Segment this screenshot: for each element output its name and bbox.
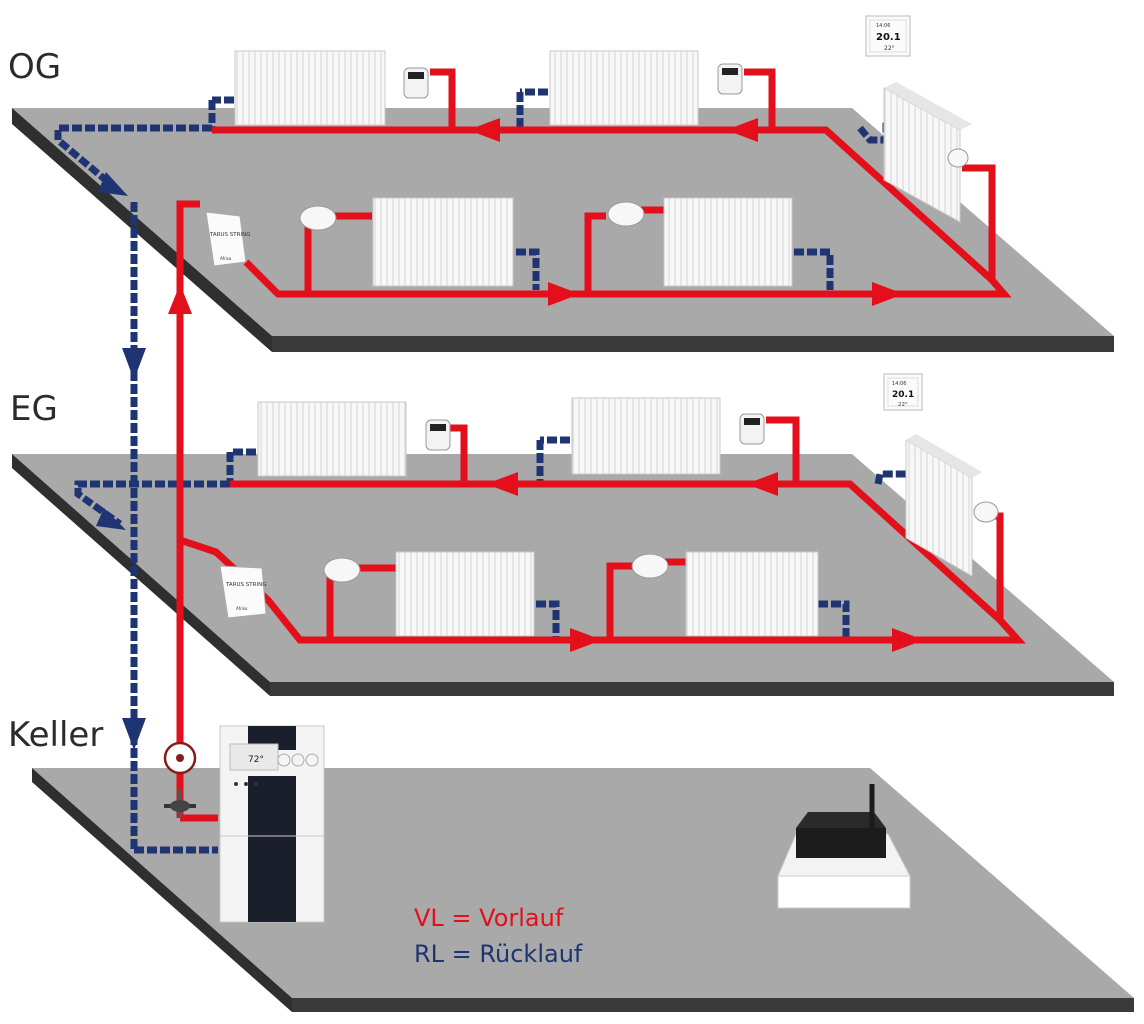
boiler-display: 72° bbox=[248, 755, 264, 765]
floor-label-keller: Keller bbox=[8, 715, 103, 755]
floor-label-og: OG bbox=[8, 47, 61, 87]
valve-icon bbox=[164, 790, 196, 818]
return-arrows bbox=[96, 172, 146, 750]
flow-arrows bbox=[168, 118, 924, 652]
device-labels: TARUS STRING Afriso TARUS STRING Afriso … bbox=[209, 23, 914, 765]
legend-rl: RL = Rücklauf bbox=[414, 940, 583, 968]
radiator-og-front-right bbox=[663, 197, 793, 287]
flow-lines bbox=[176, 68, 1026, 822]
radiator-og-back-right bbox=[549, 50, 699, 126]
thermostat-og-temp: 20.1 bbox=[876, 32, 901, 43]
floor-label-eg: EG bbox=[10, 389, 58, 429]
thermostat-eg-temp: 20.1 bbox=[892, 390, 914, 400]
thermostat-eg-set: 22° bbox=[898, 402, 908, 408]
string-controller-eg bbox=[219, 565, 267, 619]
floor-slab-keller bbox=[32, 768, 1134, 1012]
legend: VL = Vorlauf RL = Rücklauf bbox=[414, 904, 583, 968]
wall-thermostat-og bbox=[865, 15, 911, 57]
string-controller-eg-label: TARUS STRING bbox=[225, 582, 266, 588]
boiler bbox=[219, 725, 325, 923]
radiator-eg-back-left bbox=[257, 401, 407, 477]
string-controller-og-brand: Afriso bbox=[220, 256, 232, 261]
pump-icon bbox=[163, 741, 197, 775]
floor-slab-og bbox=[12, 108, 1114, 352]
wall-thermostat-eg bbox=[883, 373, 923, 411]
string-controller-og-label: TARUS STRING bbox=[209, 232, 250, 238]
radiator-og-side bbox=[883, 82, 972, 223]
gateway-box bbox=[777, 784, 911, 909]
radiator-eg-back-right bbox=[571, 397, 721, 475]
radiator-eg-front-right bbox=[685, 551, 819, 637]
string-controller-eg-brand: Afriso bbox=[236, 606, 248, 611]
radiator-og-front-left bbox=[372, 197, 514, 287]
thermostat-head-icons bbox=[299, 63, 999, 583]
radiator-eg-front-left bbox=[395, 551, 535, 637]
floor-labels: OG EG Keller bbox=[8, 47, 103, 755]
thermostat-og-set: 22° bbox=[884, 45, 895, 52]
radiator-og-back-left bbox=[234, 50, 386, 126]
radiator-eg-side bbox=[905, 434, 982, 577]
legend-vl: VL = Vorlauf bbox=[414, 904, 564, 932]
thermostat-og-time: 14:06 bbox=[876, 23, 890, 29]
string-controller-og bbox=[205, 211, 247, 267]
thermostat-eg-time: 14:06 bbox=[892, 381, 906, 387]
